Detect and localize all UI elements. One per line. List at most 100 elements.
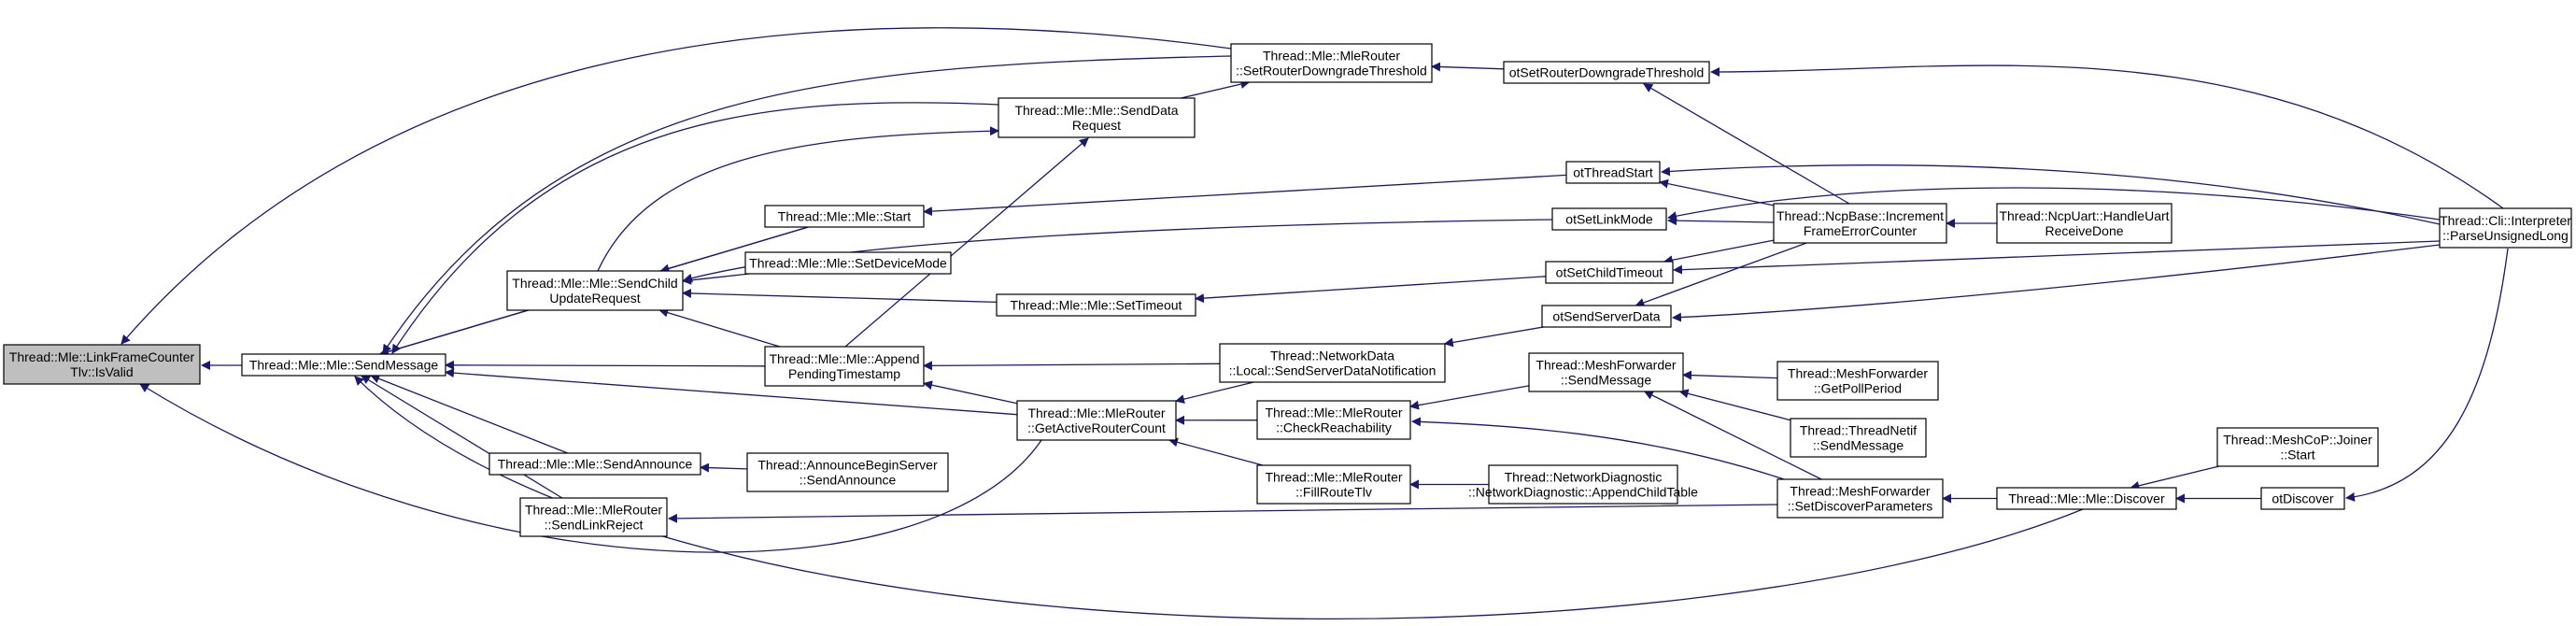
node-sendmessage[interactable]: Thread::Mle::Mle::SendMessage: [241, 353, 446, 377]
edge-cliparse-to-otsendserverdata: [1672, 244, 2441, 322]
node-ncpincrement[interactable]: Thread::NcpBase::IncrementFrameErrorCoun…: [1773, 203, 1947, 244]
node-box-joinerstart: [2216, 427, 2379, 467]
node-otsetrouterdowngrade[interactable]: otSetRouterDowngradeThreshold: [1503, 61, 1710, 84]
node-label-setrouterdowngrade-0: Thread::Mle::MleRouter: [1263, 49, 1400, 64]
node-label-senddatarequest-0: Thread::Mle::Mle::SendData: [1014, 103, 1178, 118]
node-label-joinerstart-0: Thread::MeshCoP::Joiner: [2223, 433, 2372, 448]
node-box-settimeout: [996, 293, 1196, 317]
node-box-ncpuart: [1996, 203, 2173, 244]
node-label-otsetrouterdowngrade-0: otSetRouterDowngradeThreshold: [1509, 65, 1705, 80]
node-start[interactable]: Thread::Mle::Mle::Start: [764, 205, 925, 228]
node-box-appendpending: [764, 346, 925, 387]
node-box-meshsendmsg: [1528, 352, 1684, 392]
node-box-ncpincrement: [1773, 203, 1947, 244]
edge-otthreadstart-to-start: [923, 174, 1567, 217]
node-label-networkdata-1: ::Local::SendServerDataNotification: [1229, 363, 1437, 378]
nodes-layer: Thread::Mle::LinkFrameCounterTlv::IsVali…: [3, 43, 2572, 537]
node-label-fillroute-0: Thread::Mle::MleRouter: [1265, 470, 1402, 485]
edge-sendchildupdate-to-sendmessage: [378, 309, 530, 357]
node-label-meshsendmsg-1: ::SendMessage: [1561, 373, 1651, 388]
node-label-setdiscover-1: ::SetDiscoverParameters: [1788, 499, 1933, 514]
node-box-cliparse: [2439, 207, 2572, 249]
node-cliparse[interactable]: Thread::Cli::Interpreter::ParseUnsignedL…: [2439, 207, 2572, 249]
edge-setrouterdowngrade-to-sendmessage: [382, 55, 1232, 354]
node-linkframe[interactable]: Thread::Mle::LinkFrameCounterTlv::IsVali…: [3, 344, 201, 385]
edge-cliparse-to-otdiscover: [2345, 248, 2509, 502]
edge-start-to-sendchildupdate: [659, 226, 809, 274]
node-label-cliparse-1: ::ParseUnsignedLong: [2442, 228, 2569, 243]
node-otsetlinkmode[interactable]: otSetLinkMode: [1551, 207, 1667, 231]
node-box-setrouterdowngrade: [1230, 43, 1433, 83]
edge-netifsend-to-meshsendmsg: [1678, 389, 1791, 421]
node-settimeout[interactable]: Thread::Mle::Mle::SetTimeout: [996, 293, 1196, 317]
edge-networkdata-to-getactiverouter: [1175, 381, 1254, 405]
edge-ncpincrement-to-otthreadstart: [1659, 178, 1775, 206]
node-box-linkframe: [3, 344, 201, 385]
node-checkreach[interactable]: Thread::Mle::MleRouter::CheckReachabilit…: [1256, 400, 1411, 440]
node-label-sendchildupdate-1: UpdateRequest: [549, 291, 640, 306]
node-networkdata[interactable]: Thread::NetworkData::Local::SendServerDa…: [1219, 343, 1446, 383]
node-meshsendmsg[interactable]: Thread::MeshForwarder::SendMessage: [1528, 352, 1684, 392]
node-label-getactiverouter-0: Thread::Mle::MleRouter: [1027, 405, 1165, 420]
node-netdiag[interactable]: Thread::NetworkDiagnostic::NetworkDiagno…: [1468, 464, 1698, 505]
node-label-getpoll-0: Thread::MeshForwarder: [1788, 366, 1929, 381]
edge-otsendserverdata-to-networkdata: [1443, 326, 1544, 348]
node-label-otthreadstart-0: otThreadStart: [1573, 165, 1653, 180]
edge-setdiscover-to-sendlinkreject: [668, 504, 1778, 523]
node-label-sendmessage-0: Thread::Mle::Mle::SendMessage: [249, 358, 439, 373]
node-sendlinkreject[interactable]: Thread::Mle::MleRouter::SendLinkReject: [519, 497, 668, 537]
node-box-sendlinkreject: [519, 497, 668, 537]
node-fillroute[interactable]: Thread::Mle::MleRouter::FillRouteTlv: [1256, 464, 1411, 505]
node-label-linkframe-0: Thread::Mle::LinkFrameCounter: [9, 349, 195, 364]
node-label-getactiverouter-1: ::GetActiveRouterCount: [1027, 420, 1166, 435]
edge-sendannounce-to-sendmessage: [370, 374, 569, 454]
node-box-otthreadstart: [1565, 161, 1661, 184]
node-otthreadstart[interactable]: otThreadStart: [1565, 161, 1661, 184]
node-label-otsetlinkmode-0: otSetLinkMode: [1565, 212, 1653, 227]
node-box-otsendserverdata: [1541, 305, 1672, 328]
node-getactiverouter[interactable]: Thread::Mle::MleRouter::GetActiveRouterC…: [1016, 400, 1177, 441]
edge-cliparse-to-otsetlinkmode: [1667, 187, 2441, 221]
edge-setdevicemode-to-sendchildupdate: [682, 273, 750, 285]
node-label-otdiscover-0: otDiscover: [2272, 491, 2333, 506]
node-box-getactiverouter: [1016, 400, 1177, 441]
node-box-senddatarequest: [998, 97, 1196, 138]
node-label-setdiscover-0: Thread::MeshForwarder: [1790, 484, 1931, 499]
node-label-setdevicemode-0: Thread::Mle::Mle::SetDeviceMode: [749, 256, 947, 271]
node-sendannounce[interactable]: Thread::Mle::Mle::SendAnnounce: [488, 452, 701, 476]
node-box-sendmessage: [241, 353, 446, 377]
node-otsendserverdata[interactable]: otSendServerData: [1541, 305, 1672, 328]
node-announcebegin[interactable]: Thread::AnnounceBeginServer::SendAnnounc…: [746, 452, 949, 492]
node-box-start: [764, 205, 925, 228]
node-setdevicemode[interactable]: Thread::Mle::Mle::SetDeviceMode: [744, 251, 952, 275]
node-box-sendchildupdate: [506, 270, 684, 311]
node-mlediscover[interactable]: Thread::Mle::Mle::Discover: [1996, 487, 2177, 510]
node-label-meshsendmsg-0: Thread::MeshForwarder: [1536, 358, 1677, 373]
node-netifsend[interactable]: Thread::ThreadNetif::SendMessage: [1790, 418, 1927, 458]
edge-fillroute-to-getactiverouter: [1168, 437, 1264, 466]
node-label-announcebegin-0: Thread::AnnounceBeginServer: [757, 458, 938, 473]
node-box-networkdata: [1219, 343, 1446, 383]
edge-getactiverouter-to-appendpending: [923, 380, 1018, 405]
node-label-netifsend-0: Thread::ThreadNetif: [1800, 423, 1917, 438]
node-joinerstart[interactable]: Thread::MeshCoP::Joiner::Start: [2216, 427, 2379, 467]
node-setdiscover[interactable]: Thread::MeshForwarder::SetDiscoverParame…: [1776, 478, 1944, 519]
edge-mlediscover-to-sendmessage: [354, 376, 2084, 620]
node-otdiscover[interactable]: otDiscover: [2260, 487, 2345, 510]
edge-senddatarequest-to-sendmessage: [391, 102, 999, 354]
node-label-netdiag-1: ::NetworkDiagnostic::AppendChildTable: [1468, 485, 1698, 500]
node-setrouterdowngrade[interactable]: Thread::Mle::MleRouter::SetRouterDowngra…: [1230, 43, 1433, 83]
node-getpoll[interactable]: Thread::MeshForwarder::GetPollPeriod: [1776, 361, 1939, 401]
node-label-announcebegin-1: ::SendAnnounce: [800, 473, 897, 488]
node-otsetchildtimeout[interactable]: otSetChildTimeout: [1545, 261, 1674, 284]
node-label-settimeout-0: Thread::Mle::Mle::SetTimeout: [1011, 298, 1182, 313]
node-box-getpoll: [1776, 361, 1939, 401]
edge-ncpincrement-to-otsetrouterdowngrade: [1643, 83, 1850, 205]
edge-sendlinkreject-to-sendmessage: [361, 375, 563, 499]
node-label-otsendserverdata-0: otSendServerData: [1552, 309, 1660, 324]
edge-setrouterdowngrade-to-linkframe: [120, 27, 1232, 345]
